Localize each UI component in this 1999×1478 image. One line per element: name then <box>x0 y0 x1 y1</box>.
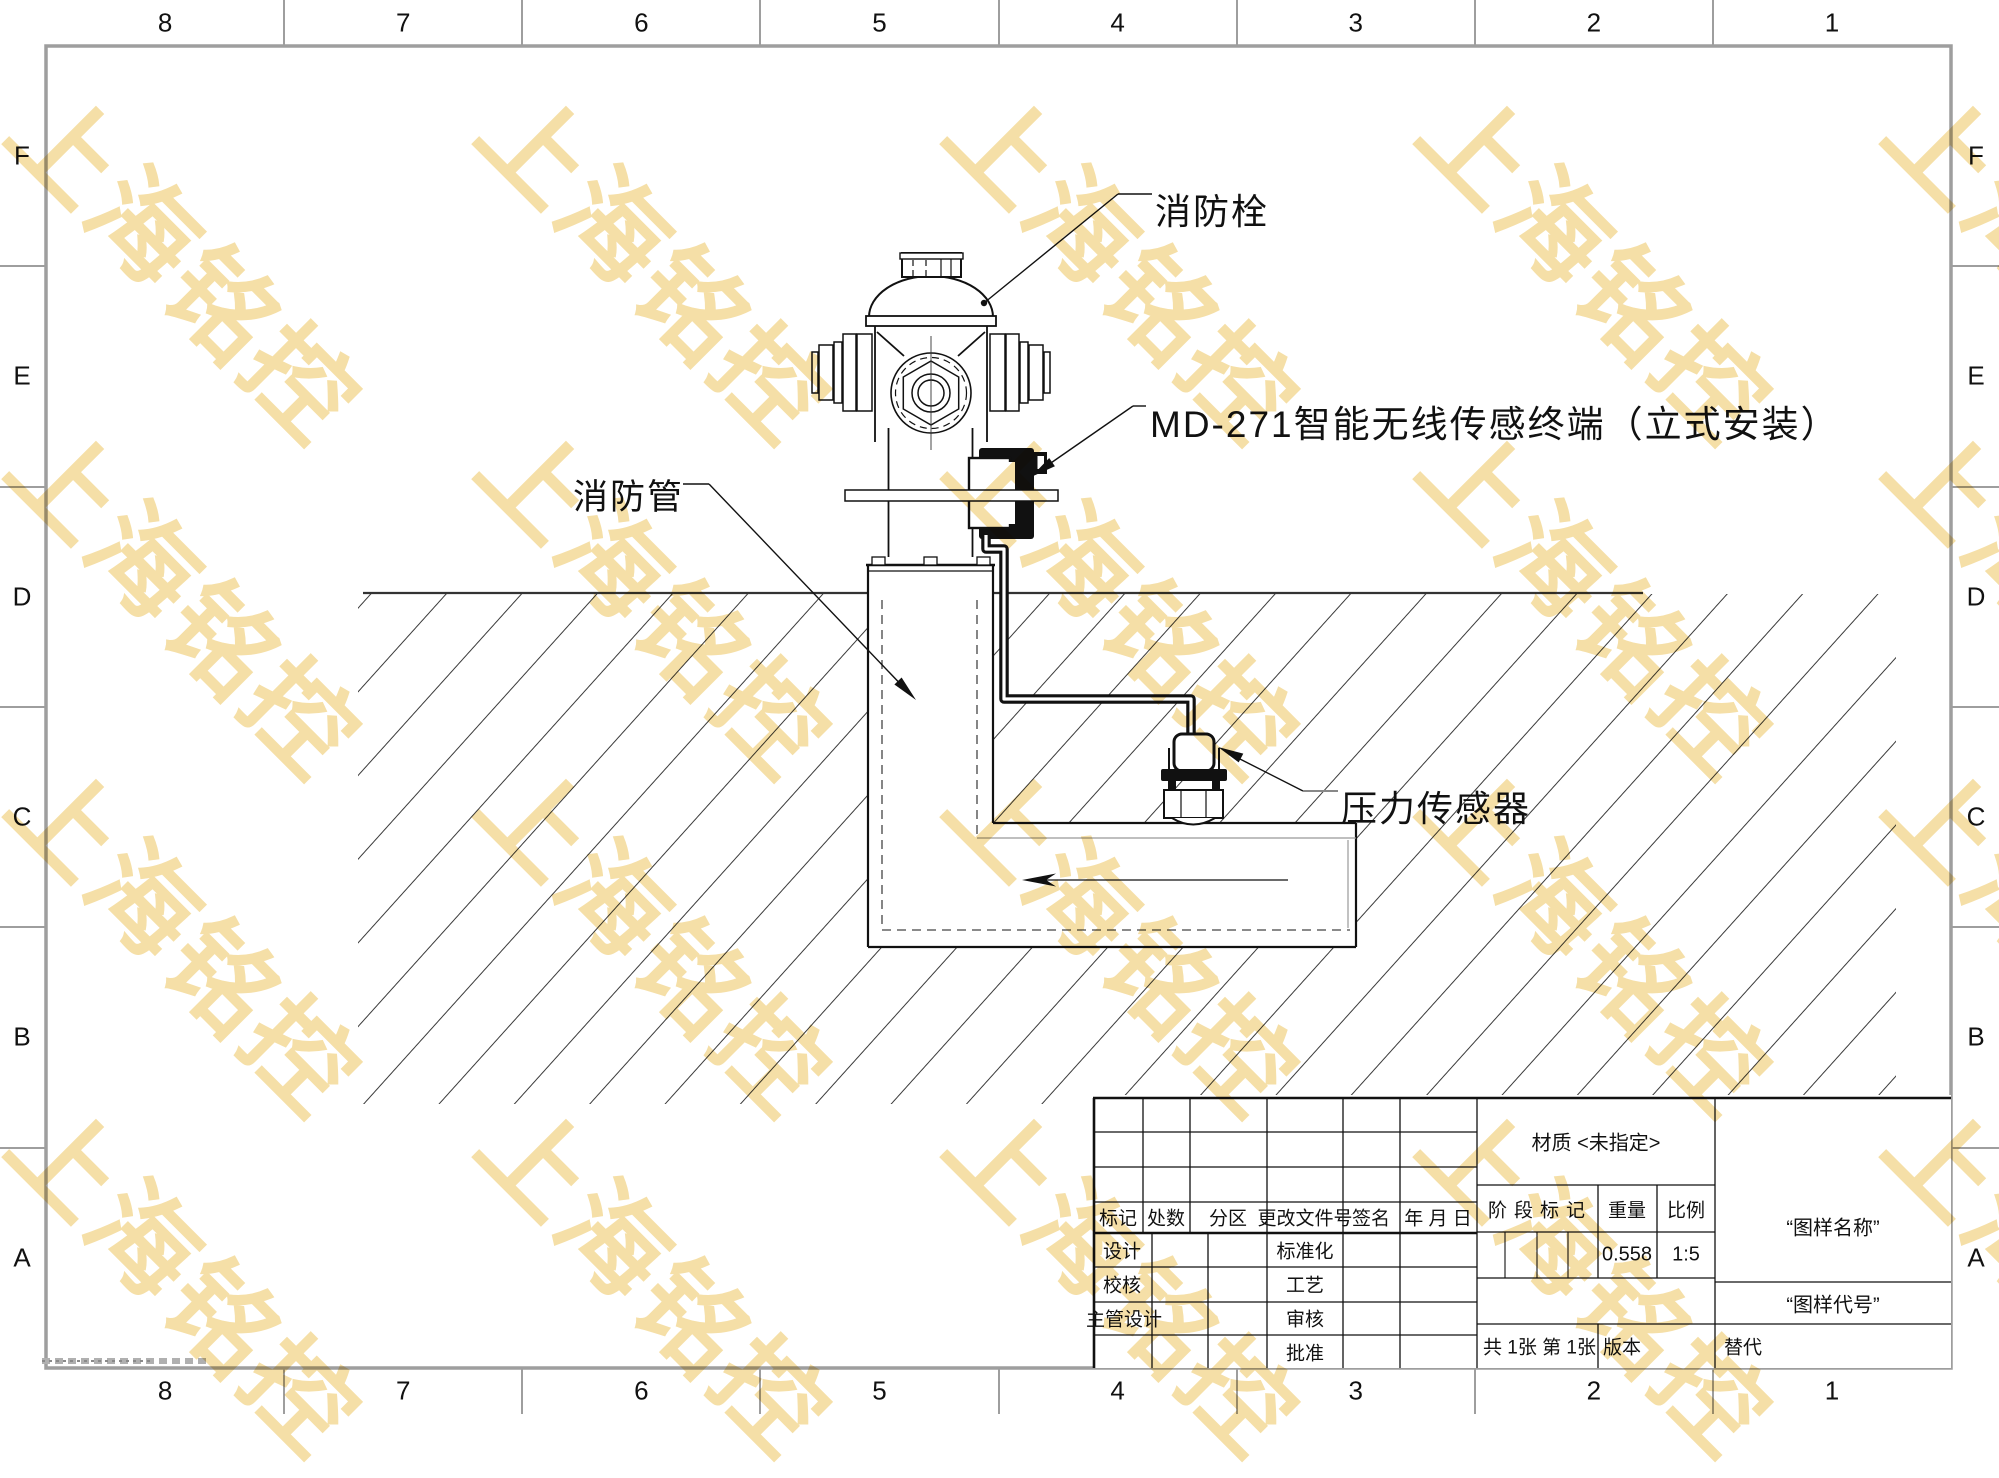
zone-col-top-5: 5 <box>872 7 887 38</box>
zone-col-top-6: 6 <box>634 7 649 38</box>
zone-col-top-1: 1 <box>1824 7 1840 38</box>
fire-pipe <box>866 565 1358 949</box>
leader-lines <box>683 193 1338 792</box>
zone-col-bottom-6: 6 <box>634 1375 649 1406</box>
zone-col-top-4: 4 <box>1110 7 1125 38</box>
label-terminal: MD-271智能无线传感终端（立式安装） <box>1150 404 1840 445</box>
zone-row-right-E: E <box>1967 360 1985 391</box>
flow-arrow <box>1022 873 1288 887</box>
tb-stage-label: 阶段标记 <box>1487 1200 1593 1222</box>
zone-row-left-E: E <box>13 360 31 391</box>
tb-replace: 替代 <box>1724 1337 1763 1359</box>
title-block-grid <box>1092 1095 1951 1368</box>
zone-col-top-3: 3 <box>1348 7 1363 38</box>
tb-sheet-info: 共 1张 第 1张 <box>1483 1337 1596 1359</box>
tb-approve: 批准 <box>1285 1343 1325 1365</box>
zone-row-left-B: B <box>13 1021 31 1052</box>
leader-pressure-sensor <box>1218 747 1338 792</box>
sheet-frame <box>0 0 1999 1414</box>
zone-row-right-F: F <box>1968 140 1984 171</box>
pressure-sensor-figure <box>1161 732 1227 826</box>
label-pressure-sensor: 压力传感器 <box>1341 788 1532 829</box>
leader-terminal <box>1031 405 1146 477</box>
zone-row-right-C: C <box>1966 801 1986 832</box>
tb-scale-value: 1:5 <box>1672 1243 1700 1266</box>
zone-row-right-D: D <box>1966 581 1986 612</box>
zone-row-left-C: C <box>12 801 32 832</box>
tb-drawing-name: “图样名称” <box>1786 1217 1880 1240</box>
zone-row-right-A: A <box>1967 1242 1985 1273</box>
tb-zone: 分区 <box>1208 1208 1248 1230</box>
leader-hydrant <box>980 193 1152 307</box>
tb-weight-value: 0.558 <box>1601 1243 1653 1266</box>
front-nozzle <box>890 336 972 450</box>
zone-col-bottom-1: 1 <box>1824 1375 1840 1406</box>
zone-col-bottom-7: 7 <box>395 1375 411 1406</box>
side-outlets <box>811 333 1051 412</box>
tb-chief-design: 主管设计 <box>1085 1309 1163 1331</box>
leader-pipe <box>683 483 916 700</box>
tb-signature: 签名 <box>1351 1208 1391 1230</box>
zone-col-bottom-8: 8 <box>157 1375 173 1406</box>
soil-hatching <box>358 594 1896 1104</box>
zone-row-left-D: D <box>12 581 32 612</box>
tb-date: 年 月 日 <box>1404 1208 1472 1230</box>
tb-process: 工艺 <box>1285 1275 1325 1297</box>
tb-version: 版本 <box>1603 1337 1642 1359</box>
zone-col-top-7: 7 <box>395 7 411 38</box>
tb-material: 材质 <未指定> <box>1531 1132 1661 1155</box>
zone-col-bottom-4: 4 <box>1110 1375 1125 1406</box>
zone-col-top-8: 8 <box>157 7 173 38</box>
sensor-cable <box>981 535 1196 737</box>
zone-col-top-2: 2 <box>1586 7 1602 38</box>
zone-col-bottom-3: 3 <box>1348 1375 1363 1406</box>
hydrant-base <box>866 556 995 572</box>
tb-design: 设计 <box>1102 1241 1142 1263</box>
label-hydrant: 消防栓 <box>1155 191 1270 232</box>
tb-mark: 标记 <box>1098 1208 1138 1230</box>
zone-row-right-B: B <box>1967 1021 1985 1052</box>
zone-col-bottom-2: 2 <box>1586 1375 1602 1406</box>
tb-change-doc: 更改文件号 <box>1257 1208 1353 1230</box>
tb-check: 校核 <box>1102 1275 1142 1297</box>
mounting-plate <box>844 489 1059 502</box>
zone-col-bottom-5: 5 <box>872 1375 887 1406</box>
zone-row-left-F: F <box>14 140 30 171</box>
tb-drawing-code: “图样代号” <box>1786 1294 1880 1317</box>
tb-standardize: 标准化 <box>1276 1241 1334 1263</box>
zone-row-left-A: A <box>13 1242 31 1273</box>
tb-scale-label: 比例 <box>1666 1200 1706 1222</box>
tb-count: 处数 <box>1146 1208 1186 1230</box>
tb-weight-label: 重量 <box>1607 1200 1647 1222</box>
tb-review: 审核 <box>1285 1309 1325 1331</box>
label-pipe: 消防管 <box>573 478 685 517</box>
drawing-canvas <box>0 0 1999 1414</box>
